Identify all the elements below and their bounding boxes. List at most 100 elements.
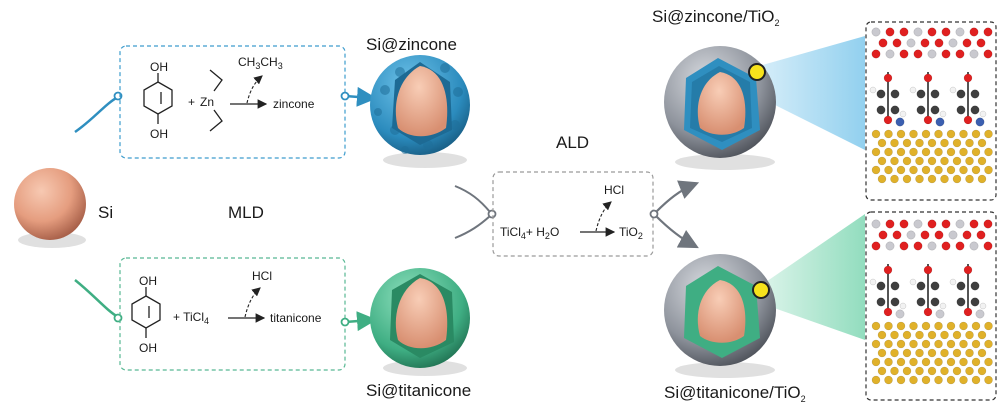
silicon-atom (959, 321, 968, 331)
silicon-atom (971, 339, 981, 349)
silicon-atom (977, 138, 987, 148)
carbon-atom (916, 281, 926, 291)
silicon-atom (884, 165, 893, 175)
silicon-atom (915, 366, 924, 376)
si-zincone-particle (370, 55, 470, 168)
carbon-atom (930, 105, 940, 115)
silicon-atom (902, 330, 912, 340)
carbon-atom (890, 297, 900, 307)
silicon-atom (871, 147, 881, 157)
silicon-atom (909, 321, 918, 331)
oxide-atom (885, 219, 895, 229)
titan-byproduct-arrow (244, 287, 261, 318)
oxide-atom (941, 49, 951, 59)
silicon-atom (977, 174, 987, 184)
silicon-atom (921, 147, 931, 157)
oxide-atom (948, 38, 958, 48)
silicon-atom (940, 330, 949, 340)
silicon-atom (890, 156, 899, 166)
oxide-atom (927, 49, 937, 59)
silicon-atom (965, 156, 974, 166)
silicon-atom (921, 129, 931, 139)
node-ald-out (649, 209, 659, 219)
silicon-atom (921, 321, 931, 331)
ald-reactants: TiCl4+ H2O (500, 225, 559, 241)
silicon-atom (896, 165, 906, 175)
oxide-atom (871, 219, 881, 229)
si-titanicone-tio2-label: Si@titanicone/TiO2 (664, 383, 806, 404)
silicon-atom (984, 165, 993, 175)
ald-byproduct-arrow (595, 201, 612, 232)
metal-atom (895, 309, 905, 319)
oxide-atom (969, 27, 979, 37)
oxide-atom (934, 230, 944, 240)
oxide-atom (983, 219, 993, 229)
oxide-atom (955, 219, 965, 229)
silicon-atom (971, 129, 981, 139)
silicon-atom (934, 339, 943, 349)
oxide-atom (955, 27, 965, 37)
carbon-atom (916, 105, 926, 115)
silicon-atom (971, 165, 981, 175)
oxide-atom (899, 27, 909, 37)
carbon-atom (876, 281, 886, 291)
oxide-atom (962, 38, 972, 48)
oh-bottom-label: OH (150, 127, 168, 141)
hydroquinone-structure-bottom (131, 287, 161, 338)
hydrogen-atom (949, 86, 957, 94)
atomic-structure-titanicone-tio2 (869, 219, 993, 385)
oxygen-atom (883, 115, 893, 125)
oxide-atom (913, 27, 923, 37)
silicon-atom (971, 357, 981, 367)
silicon-atom (902, 348, 912, 358)
silicon-atom (909, 147, 918, 157)
path-si-to-titanicone-box (74, 279, 119, 319)
oxide-atom (969, 49, 979, 59)
silicon-atom (959, 375, 968, 385)
carbon-atom (970, 297, 980, 307)
metal-atom (975, 117, 985, 127)
carbon-atom (890, 89, 900, 99)
silicon-atom (884, 147, 893, 157)
carbon-atom (876, 297, 886, 307)
carbon-atom (876, 105, 886, 115)
node-titanicone-out (340, 317, 350, 327)
silicon-atom (896, 321, 906, 331)
silicon-atom (927, 330, 937, 340)
silicon-atom (902, 138, 912, 148)
silicon-atom (909, 375, 918, 385)
silicon-atom (984, 357, 993, 367)
oxide-atom (941, 27, 951, 37)
arrow-to-si-titanicone (344, 311, 377, 332)
oxide-atom (878, 38, 888, 48)
si-titanicone-particle (370, 268, 470, 376)
oxide-atom (906, 38, 916, 48)
zoom-beam-zincone (745, 36, 865, 150)
silicon-atom (959, 129, 968, 139)
silicon-atom (959, 339, 968, 349)
oxide-atom (899, 241, 909, 251)
titan-reagent: + TiCl4 (173, 310, 209, 326)
oxide-atom (976, 38, 986, 48)
si-zincone-tio2-label: Si@zincone/TiO2 (652, 7, 779, 28)
silicon-atom (915, 156, 924, 166)
oxide-atom (913, 241, 923, 251)
oxide-atom (899, 49, 909, 59)
oxide-atom (955, 49, 965, 59)
silicon-atom (909, 129, 918, 139)
silicon-atom (884, 321, 893, 331)
silicon-atom (909, 339, 918, 349)
titan-byproduct: HCl (252, 269, 272, 283)
oxide-atom (983, 27, 993, 37)
titanicone-reaction-box (119, 257, 346, 371)
ald-byproduct: HCl (604, 183, 624, 197)
silicon-atom (927, 348, 937, 358)
oxide-atom (878, 230, 888, 240)
silicon-atom (959, 147, 968, 157)
silicon-atom (977, 348, 987, 358)
silicon-atom (952, 156, 962, 166)
si-label: Si (98, 203, 113, 222)
carbon-atom (930, 89, 940, 99)
carbon-atom (930, 281, 940, 291)
oxide-atom (885, 49, 895, 59)
